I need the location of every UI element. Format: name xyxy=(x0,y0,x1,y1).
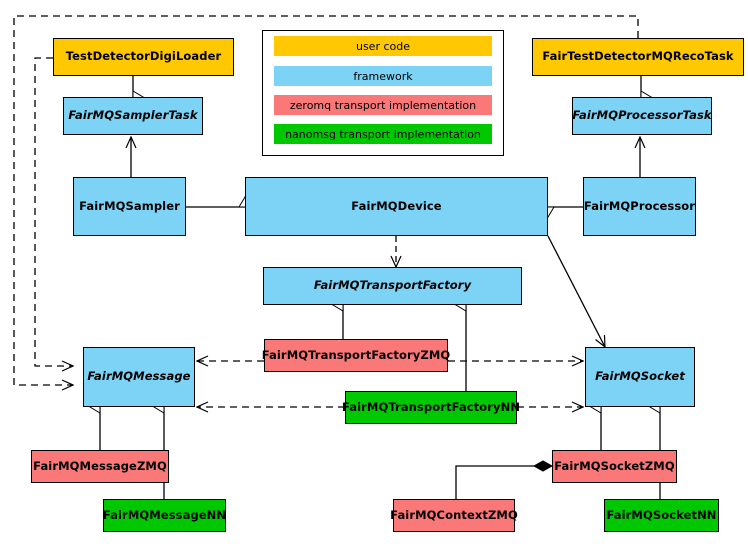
legend-item-3: nanomsg transport implementation xyxy=(274,124,492,144)
class-node-FairMQProcessor[interactable]: FairMQProcessor xyxy=(583,177,696,236)
class-node-FairMQTransportFactoryNN[interactable]: FairMQTransportFactoryNN xyxy=(341,391,521,424)
class-node-label: FairMQSampler xyxy=(79,198,180,213)
class-node-label: FairMQSamplerTask xyxy=(68,108,198,123)
class-node-FairMQSocket[interactable]: FairMQSocket xyxy=(585,347,695,407)
class-node-FairMQMessageZMQ[interactable]: FairMQMessageZMQ xyxy=(31,450,169,483)
class-node-label: FairMQSocket xyxy=(595,369,685,384)
legend-item-2: zeromq transport implementation xyxy=(274,95,492,115)
class-node-FairMQSampler[interactable]: FairMQSampler xyxy=(73,177,186,236)
legend-item-label: zeromq transport implementation xyxy=(289,98,477,112)
class-node-label: FairTestDetectorMQRecoTask xyxy=(542,49,734,64)
legend-item-1: framework xyxy=(274,66,492,86)
class-node-FairMQDevice[interactable]: FairMQDevice xyxy=(245,177,548,236)
legend-item-label: nanomsg transport implementation xyxy=(285,127,481,141)
class-node-FairMQTransportFactory[interactable]: FairMQTransportFactory xyxy=(263,267,522,305)
class-node-label: FairMQProcessor xyxy=(583,198,696,213)
class-node-label: FairMQDevice xyxy=(351,198,442,213)
class-node-FairMQTransportFactoryZMQ[interactable]: FairMQTransportFactoryZMQ xyxy=(261,339,451,372)
class-node-label: FairMQSocketNN xyxy=(606,507,717,522)
legend-item-0: user code xyxy=(274,36,492,56)
class-node-label: FairMQContextZMQ xyxy=(390,507,518,522)
class-node-FairMQProcessorTask[interactable]: FairMQProcessorTask xyxy=(572,97,712,135)
class-node-label: FairMQTransportFactory xyxy=(313,278,472,293)
class-node-FairMQSocketZMQ[interactable]: FairMQSocketZMQ xyxy=(552,450,677,483)
class-node-label: FairMQTransportFactoryZMQ xyxy=(261,347,451,362)
legend-item-label: framework xyxy=(353,69,413,83)
class-node-FairMQMessage[interactable]: FairMQMessage xyxy=(83,347,195,407)
class-node-label: FairMQProcessorTask xyxy=(572,108,712,123)
class-node-FairMQContextZMQ[interactable]: FairMQContextZMQ xyxy=(390,499,518,532)
class-node-label: FairMQSocketZMQ xyxy=(554,458,675,473)
edge-socketzmq-composed-of-contextzmq xyxy=(455,466,552,499)
class-node-label: FairMQMessageZMQ xyxy=(33,458,167,473)
edge-device-uses-socket xyxy=(547,235,605,347)
class-node-FairTestDetectorMQRecoTask[interactable]: FairTestDetectorMQRecoTask xyxy=(532,38,744,76)
class-node-FairMQSamplerTask[interactable]: FairMQSamplerTask xyxy=(63,97,203,135)
class-node-label: FairMQMessage xyxy=(87,369,191,384)
class-node-TestDetectorDigiLoader[interactable]: TestDetectorDigiLoader xyxy=(53,38,234,76)
legend-item-label: user code xyxy=(355,39,411,53)
class-node-label: FairMQMessageNN xyxy=(102,507,227,522)
class-node-FairMQSocketNN[interactable]: FairMQSocketNN xyxy=(604,499,719,532)
class-node-label: TestDetectorDigiLoader xyxy=(65,49,222,64)
class-node-label: FairMQTransportFactoryNN xyxy=(341,399,521,414)
class-node-FairMQMessageNN[interactable]: FairMQMessageNN xyxy=(103,499,226,532)
